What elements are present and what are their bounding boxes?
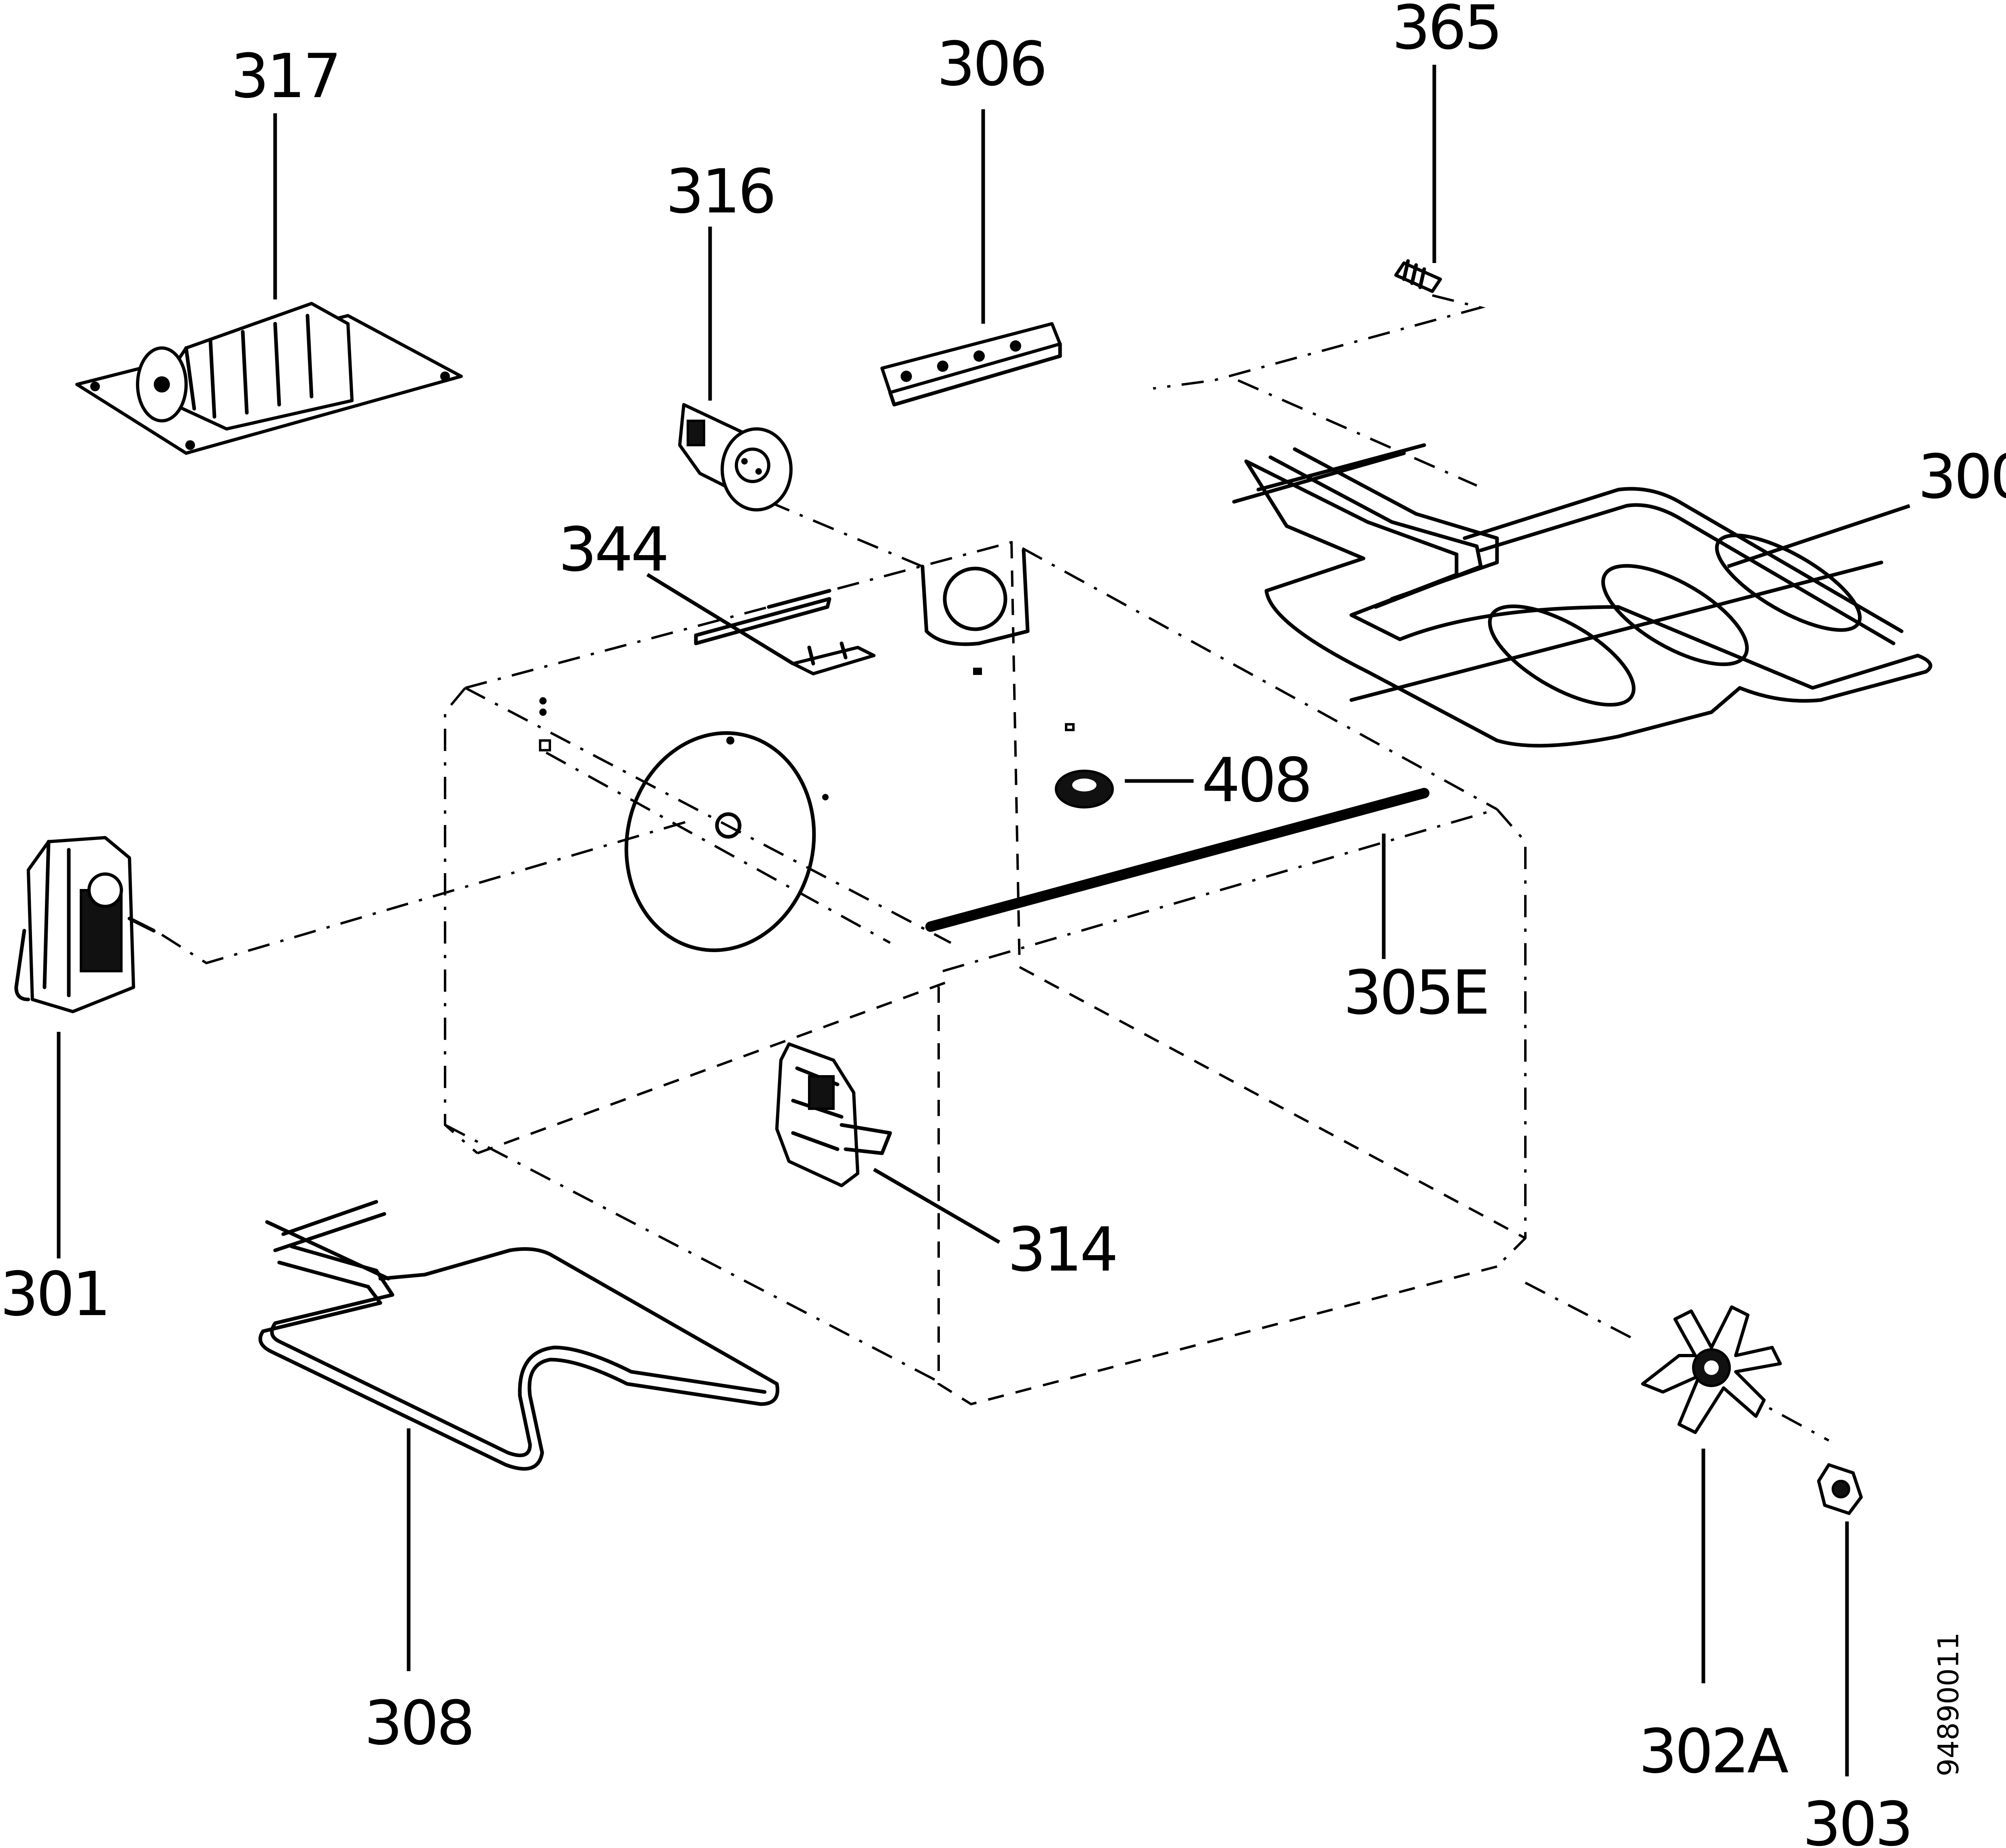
label-300: 300: [1918, 442, 2006, 512]
part-408: [1055, 770, 1114, 808]
part-302a: [1641, 1305, 1782, 1434]
part-317: [75, 302, 463, 455]
label-302a: 302A: [1639, 1716, 1788, 1787]
part-305e: [925, 788, 1429, 932]
label-305e: 305E: [1343, 958, 1488, 1028]
label-308: 308: [364, 1688, 473, 1759]
part-308: [258, 1200, 780, 1471]
part-306: [880, 322, 1062, 407]
label-344: 344: [558, 515, 667, 585]
part-365: [1394, 259, 1442, 293]
oven-cavity: [444, 541, 1527, 1406]
label-408: 408: [1202, 745, 1310, 816]
label-314: 314: [1007, 1215, 1116, 1285]
part-344: [791, 641, 876, 675]
label-316: 316: [666, 157, 774, 227]
leader-lines: [57, 65, 1911, 1776]
drawing-code: 94890011: [1932, 1632, 1965, 1776]
label-303: 303: [1802, 1789, 1911, 1848]
part-303: [1817, 1463, 1863, 1515]
part-300: [1232, 443, 1932, 748]
label-306: 306: [937, 29, 1045, 100]
part-316: [678, 403, 793, 511]
part-301: [14, 836, 156, 1013]
part-314: [775, 1042, 892, 1187]
label-365: 365: [1392, 0, 1500, 63]
label-301: 301: [0, 1259, 108, 1330]
label-317: 317: [231, 41, 339, 112]
